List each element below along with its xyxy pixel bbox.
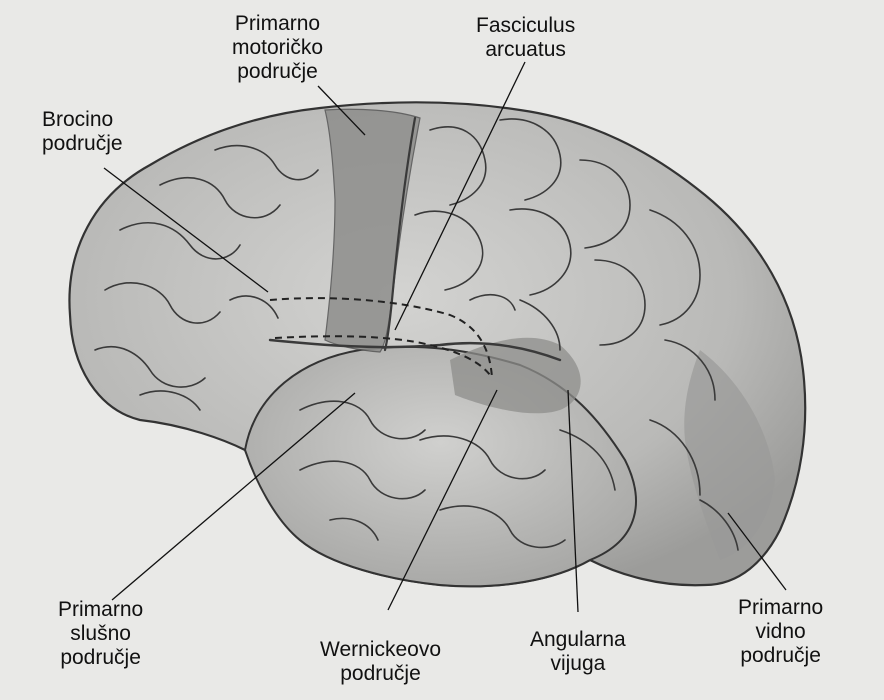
- label-line: Primarno: [58, 598, 143, 622]
- label-line: Primarno: [232, 12, 323, 36]
- label-primary-visual: Primarno vidno područje: [738, 596, 823, 668]
- label-line: područje: [42, 132, 123, 156]
- label-angular: Angularna vijuga: [530, 628, 626, 676]
- label-line: Fasciculus: [476, 14, 575, 38]
- label-line: područje: [320, 662, 441, 686]
- label-line: vijuga: [530, 652, 626, 676]
- label-line: Primarno: [738, 596, 823, 620]
- label-fasciculus: Fasciculus arcuatus: [476, 14, 575, 62]
- label-line: Wernickeovo: [320, 638, 441, 662]
- label-line: područje: [738, 644, 823, 668]
- label-line: Angularna: [530, 628, 626, 652]
- label-line: slušno: [58, 622, 143, 646]
- label-line: područje: [232, 60, 323, 84]
- label-line: Brocino: [42, 108, 123, 132]
- label-primary-auditory: Primarno slušno područje: [58, 598, 143, 670]
- label-primary-motor: Primarno motoričko područje: [232, 12, 323, 84]
- label-wernicke: Wernickeovo područje: [320, 638, 441, 686]
- label-line: motoričko: [232, 36, 323, 60]
- label-line: područje: [58, 646, 143, 670]
- label-broca: Brocino područje: [42, 108, 123, 156]
- label-line: arcuatus: [476, 38, 575, 62]
- label-line: vidno: [738, 620, 823, 644]
